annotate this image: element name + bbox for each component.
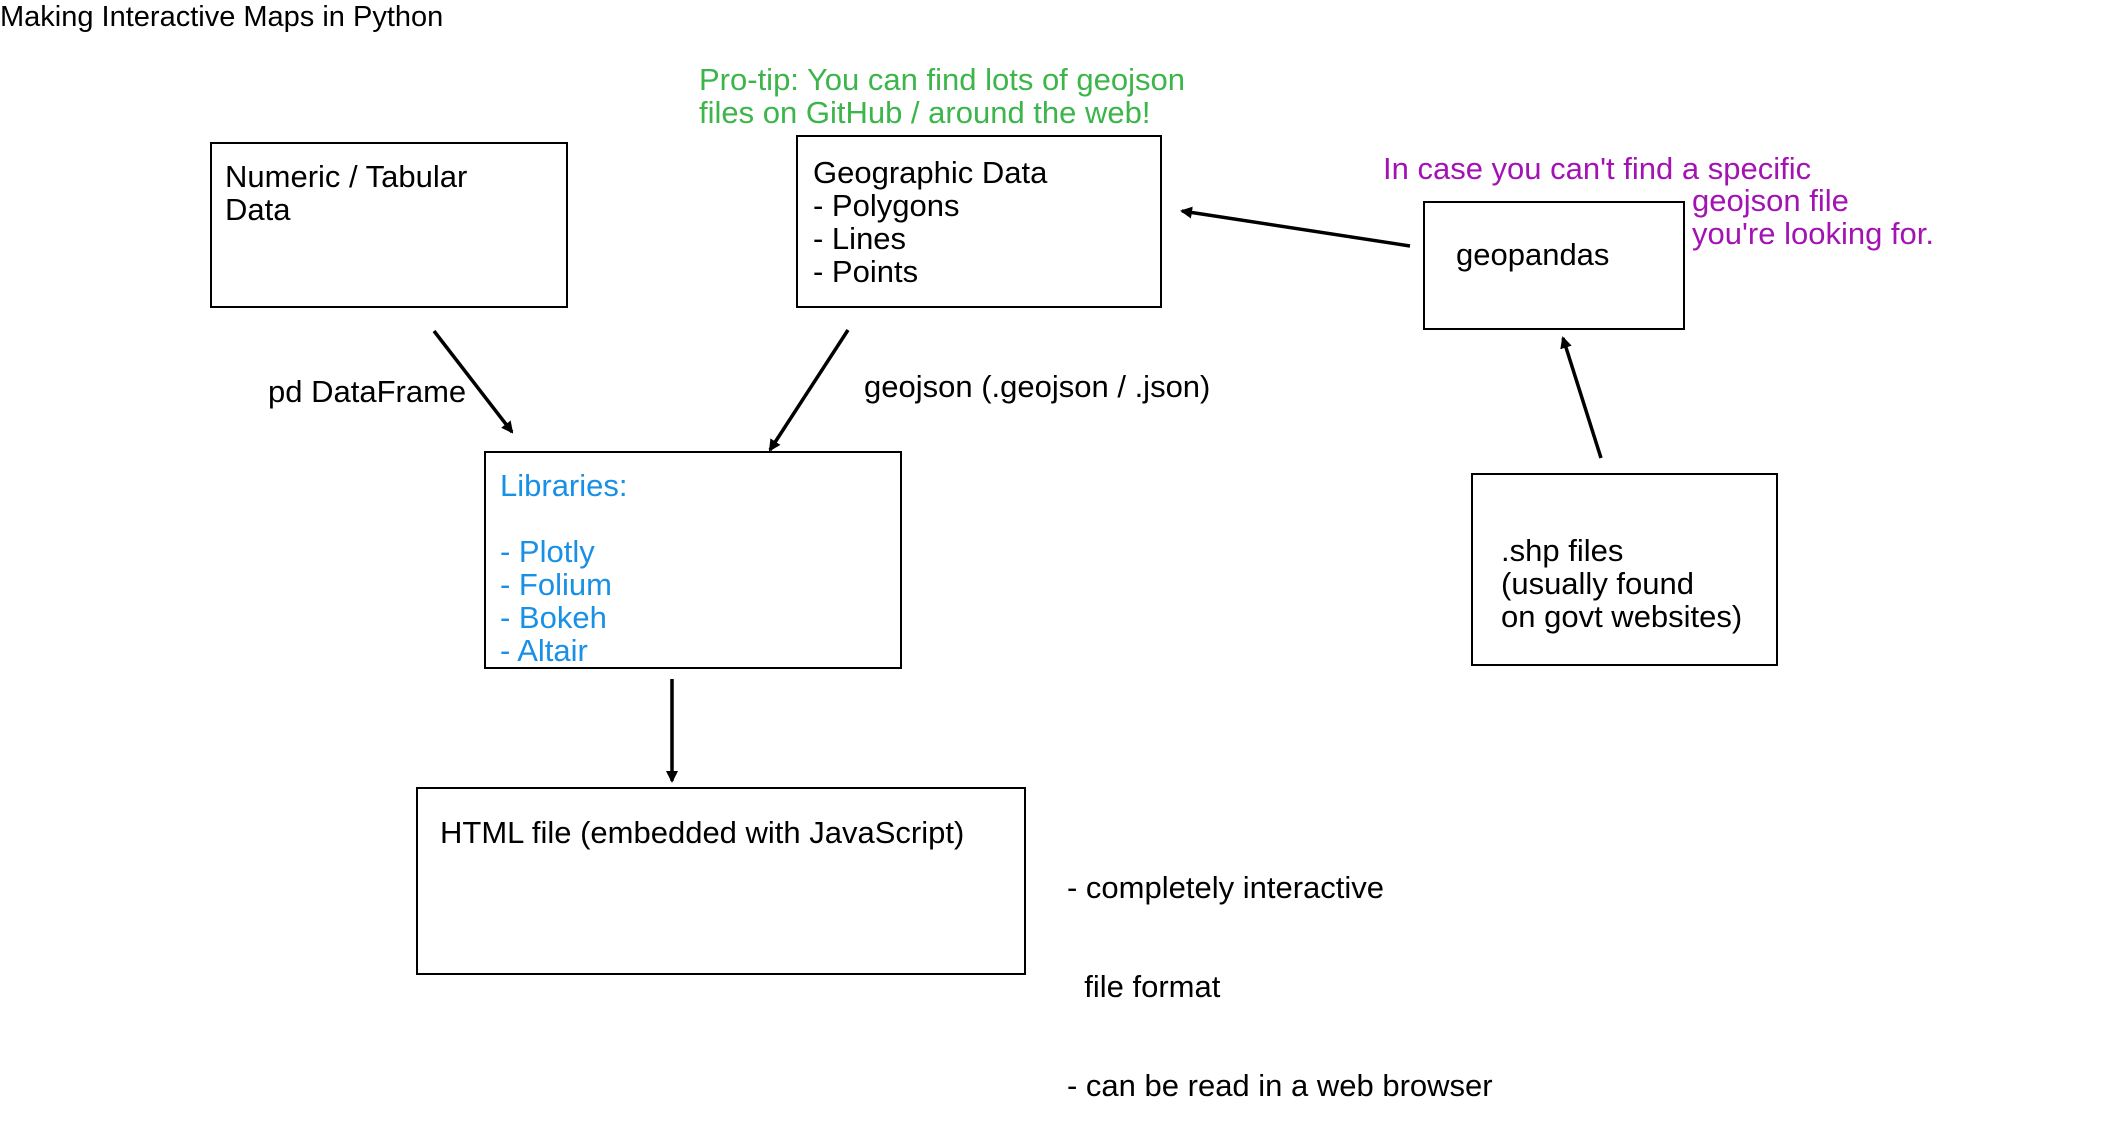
library-item-plotly: - Plotly — [500, 534, 595, 569]
arrow-geographic-to-libraries — [768, 329, 850, 452]
geographic-data-node: Geographic Data - Polygons - Lines - Poi… — [796, 135, 1162, 308]
edge-label-pd-dataframe: pd DataFrame — [268, 374, 467, 409]
geopandas-note-line-1: In case you can't find a specific — [1383, 151, 1812, 186]
html-note-line-3: - can be read in a web browser — [1067, 1068, 1493, 1103]
library-item-bokeh: - Bokeh — [500, 600, 607, 635]
html-file-label: HTML file (embedded with JavaScript) — [440, 815, 965, 850]
tabular-data-line-2: Data — [225, 192, 291, 227]
geographic-data-title: Geographic Data — [813, 155, 1048, 190]
html-note-line-2: file format — [1067, 969, 1221, 1004]
connector-arrows — [432, 206, 1603, 783]
geopandas-label: geopandas — [1456, 237, 1610, 272]
pro-tip-line-1: Pro-tip: You can find lots of geojson — [699, 62, 1185, 97]
tabular-data-node: Numeric / Tabular Data — [210, 142, 568, 308]
geopandas-node: geopandas — [1423, 201, 1685, 330]
library-item-folium: - Folium — [500, 567, 612, 602]
arrow-geopandas-to-geographic — [1180, 206, 1411, 248]
arrow-shp-to-geopandas — [1560, 336, 1603, 459]
shp-files-line-1: .shp files — [1501, 533, 1624, 568]
libraries-node: Libraries: - Plotly - Folium - Bokeh - A… — [484, 451, 902, 669]
libraries-heading: Libraries: — [500, 468, 628, 503]
html-file-node: HTML file (embedded with JavaScript) — [416, 787, 1026, 975]
shp-files-line-3: on govt websites) — [1501, 599, 1743, 634]
library-item-altair: - Altair — [500, 633, 588, 668]
edge-label-geojson: geojson (.geojson / .json) — [864, 369, 1211, 404]
shp-files-node: .shp files (usually found on govt websit… — [1471, 473, 1778, 666]
geographic-data-item-lines: - Lines — [813, 221, 907, 256]
html-note-line-1: - completely interactive — [1067, 870, 1385, 905]
geographic-data-item-points: - Points — [813, 254, 919, 289]
geopandas-note-line-2: geojson file — [1692, 183, 1849, 218]
shp-files-line-2: (usually found — [1501, 566, 1695, 601]
page-title: Making Interactive Maps in Python — [0, 1, 444, 33]
arrow-tabular-to-libraries — [432, 329, 514, 434]
tabular-data-line-1: Numeric / Tabular — [225, 159, 468, 194]
geopandas-note-line-3: you're looking for. — [1692, 216, 1935, 251]
pro-tip-note: Pro-tip: You can find lots of geojson fi… — [699, 63, 1185, 129]
geographic-data-item-polygons: - Polygons — [813, 188, 960, 223]
pro-tip-line-2: files on GitHub / around the web! — [699, 95, 1151, 130]
